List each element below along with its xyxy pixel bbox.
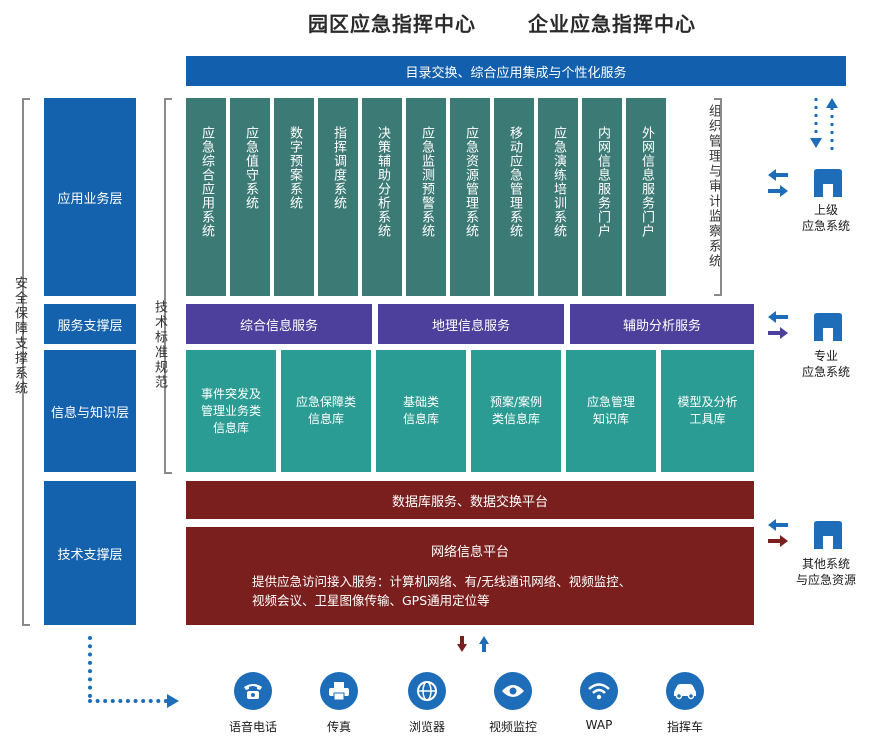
app-system-10: 内网信息服务门户 (582, 98, 622, 296)
kb-emergency-business: 事件突发及 管理业务类 信息库 (186, 350, 276, 472)
service-analysis: 辅助分析服务 (570, 304, 754, 344)
top-bar: 目录交换、综合应用集成与个性化服务 (186, 56, 846, 86)
eye-icon (494, 672, 532, 710)
app-system-7: 应急资源管理系统 (450, 98, 490, 296)
app-system-9: 应急演练培训系统 (538, 98, 578, 296)
terminal-label-fax: 传真 (326, 720, 351, 734)
terminal-label-video: 视频监控 (488, 720, 537, 734)
app-system-1: 应急综合应用系统 (186, 98, 226, 296)
service-integrated: 综合信息服务 (186, 304, 372, 344)
dotted-arrow-head (167, 694, 179, 708)
kb-model-tools: 模型及分析 工具库 (661, 350, 754, 472)
network-line-1: 提供应急访问接入服务：计算机网络、有/无线通讯网络、视频监控、 (252, 574, 632, 589)
org-label: 组织管理与审计监察系统 (706, 104, 721, 269)
building-icon (814, 169, 842, 197)
app-system-8: 移动应急管理系统 (494, 98, 534, 296)
pro-arrows (768, 311, 788, 339)
service-geo: 地理信息服务 (378, 304, 564, 344)
layer-app: 应用业务层 (44, 98, 136, 296)
upper-system-label: 上级 应急系统 (801, 203, 850, 233)
standards-label: 技术标准规范 (152, 300, 167, 390)
dotted-line-horizontal (88, 699, 168, 703)
kb-management: 应急管理 知识库 (566, 350, 656, 472)
org-bracket (714, 98, 722, 296)
other-system-label: 其他系统 与应急资源 (795, 557, 856, 587)
title-park-center: 园区应急指挥中心 (308, 12, 476, 36)
building-icon (814, 521, 842, 549)
layer-tech: 技术支撑层 (44, 481, 136, 625)
app-system-2: 应急值守系统 (230, 98, 270, 296)
building-icon (814, 313, 842, 341)
other-arrows (768, 519, 788, 547)
layer-info: 信息与知识层 (44, 350, 136, 472)
top-dotted-arrows (810, 98, 838, 150)
terminal-label-phone: 语音电话 (228, 720, 277, 734)
kb-emergency-support: 应急保障类 信息库 (281, 350, 371, 472)
standards-bracket (164, 98, 172, 474)
globe-icon (408, 672, 446, 710)
telephone-icon (234, 672, 272, 710)
bottom-updown-arrows (457, 636, 489, 652)
security-label: 安全保障支撑系统 (12, 276, 27, 396)
title-enterprise-center: 企业应急指挥中心 (528, 12, 696, 36)
network-platform: 网络信息平台 提供应急访问接入服务：计算机网络、有/无线通讯网络、视频监控、 视… (186, 527, 754, 625)
terminal-label-wap: WAP (585, 718, 613, 732)
terminal-label-browser: 浏览器 (408, 720, 445, 734)
car-icon (666, 672, 704, 710)
kb-plan-case: 预案/案例 类信息库 (471, 350, 561, 472)
app-system-5: 决策辅助分析系统 (362, 98, 402, 296)
pro-system-label: 专业 应急系统 (801, 349, 850, 379)
network-line-2: 视频会议、卫星图像传输、GPS通用定位等 (252, 593, 490, 608)
terminal-label-car: 指挥车 (666, 720, 703, 734)
fax-icon (320, 672, 358, 710)
dotted-line-vertical (88, 636, 92, 698)
wifi-icon (580, 672, 618, 710)
upper-arrows (768, 169, 788, 197)
db-platform: 数据库服务、数据交换平台 (186, 481, 754, 519)
network-title: 网络信息平台 (430, 545, 509, 560)
security-bracket (22, 98, 30, 626)
app-system-11: 外网信息服务门户 (626, 98, 666, 296)
app-system-3: 数字预案系统 (274, 98, 314, 296)
app-system-6: 应急监测预警系统 (406, 98, 446, 296)
kb-basic: 基础类 信息库 (376, 350, 466, 472)
app-system-4: 指挥调度系统 (318, 98, 358, 296)
layer-service: 服务支撑层 (44, 304, 136, 344)
